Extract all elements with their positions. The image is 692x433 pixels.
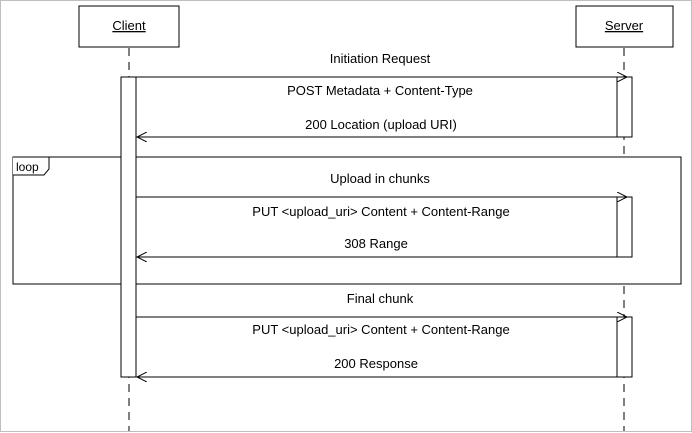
put-chunk-label: PUT <upload_uri> Content + Content-Range xyxy=(252,204,509,219)
range-308-label: 308 Range xyxy=(344,236,408,251)
client-activation-bar xyxy=(120,76,137,378)
client-participant-label: Client xyxy=(112,18,146,33)
server-participant-label: Server xyxy=(605,18,644,33)
location-response-label: 200 Location (upload URI) xyxy=(305,117,457,132)
final-chunk-label: Final chunk xyxy=(347,291,414,306)
server-activation-bar-2 xyxy=(616,196,633,258)
client-participant: Client xyxy=(78,5,180,48)
put-final-label: PUT <upload_uri> Content + Content-Range xyxy=(252,322,509,337)
post-metadata-label: POST Metadata + Content-Type xyxy=(287,83,473,98)
server-participant: Server xyxy=(575,5,674,48)
loop-operator-label: loop xyxy=(16,160,39,174)
upload-in-chunks-label: Upload in chunks xyxy=(330,171,430,186)
server-activation-bar-3 xyxy=(616,316,633,378)
server-activation-bar-1 xyxy=(616,76,633,138)
initiation-request-label: Initiation Request xyxy=(330,51,431,66)
response-200-label: 200 Response xyxy=(334,356,418,371)
